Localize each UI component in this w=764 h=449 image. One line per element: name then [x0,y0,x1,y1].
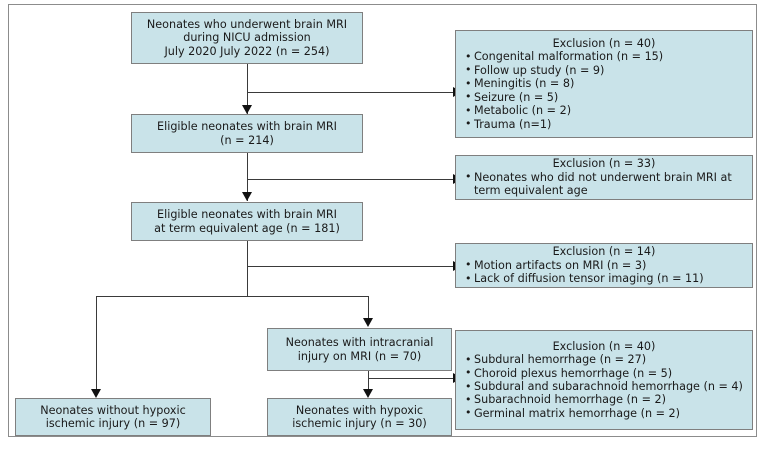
exclusion-box-3: Exclusion (n = 14) •Motion artifacts on … [455,243,753,288]
connector-eligiblemri-to-exclusion2 [247,179,453,180]
connector-split-right-down [368,296,369,321]
bullet-icon: • [465,258,472,272]
bullet-icon: • [465,117,472,131]
exclusion-box-2: Exclusion (n = 33) •Neonates who did not… [455,155,753,200]
connector-intracranial-to-exclusion4 [368,378,453,379]
connector-screened-to-exclusion1 [247,92,453,93]
node-eligible-tea-line2: at term equivalent age (n = 181) [154,221,340,235]
exclusion-3-title: Exclusion (n = 14) [552,245,656,259]
list-item: •Choroid plexus hemorrhage (n = 5) [465,366,673,380]
list-item: •Congenital malformation (n = 15) [465,49,664,64]
list-item: •Motion artifacts on MRI (n = 3) [465,258,647,272]
node-screened-line3: July 2020 July 2022 (n = 254) [164,44,330,58]
arrowhead-intracranial [363,318,373,327]
connector-eligiblemri-down [247,153,248,201]
list-item: •Metabolic (n = 2) [465,103,572,118]
bullet-icon: • [465,49,472,63]
list-item: •Lack of diffusion tensor imaging (n = 1… [465,271,704,286]
node-with-hie-line1: Neonates with hypoxic [295,403,424,417]
node-screened-line1: Neonates who underwent brain MRI [146,17,348,31]
node-without-hie: Neonates without hypoxic ischemic injury… [15,398,211,436]
list-item: •Seizure (n = 5) [465,90,559,104]
exclusion-4-title: Exclusion (n = 40) [552,339,656,353]
bullet-icon: • [465,352,472,366]
connector-split-left-down [96,296,97,391]
exclusion-1-list: •Congenital malformation (n = 15) •Follo… [463,49,745,131]
arrowhead-eligible-tea [242,192,252,201]
node-eligible-tea-line1: Eligible neonates with brain MRI [157,208,337,222]
list-item: •Germinal matrix hemorrhage (n = 2) [465,406,681,420]
arrowhead-with-hie [363,389,373,398]
exclusion-1-title: Exclusion (n = 40) [552,37,656,51]
node-intracranial-line2: injury on MRI (n = 70) [297,349,422,363]
node-screened: Neonates who underwent brain MRI during … [131,12,363,64]
exclusion-4-list: •Subdural hemorrhage (n = 27) •Choroid p… [463,353,745,420]
bullet-icon: • [465,103,472,117]
node-eligible-mri-line1: Eligible neonates with brain MRI [157,120,337,134]
list-item: •Subdural and subarachnoid hemorrhage (n… [465,379,743,394]
node-with-hie: Neonates with hypoxic ischemic injury (n… [267,398,452,436]
node-screened-line2: during NICU admission [183,31,311,45]
bullet-icon: • [465,366,472,380]
node-intracranial-line1: Neonates with intracranial [285,336,434,350]
connector-eligibletea-to-exclusion3 [247,266,453,267]
bullet-icon: • [465,90,472,104]
exclusion-box-4: Exclusion (n = 40) •Subdural hemorrhage … [455,330,753,430]
bullet-icon: • [465,76,472,90]
bullet-icon: • [465,392,472,406]
list-item: •Trauma (n=1) [465,117,552,131]
bullet-icon: • [465,406,472,420]
arrowhead-without-hie [91,389,101,398]
node-eligible-mri-line2: (n = 214) [220,133,274,147]
list-item: •Meningitis (n = 8) [465,76,575,91]
node-eligible-mri: Eligible neonates with brain MRI (n = 21… [131,114,363,153]
node-without-hie-line2: ischemic injury (n = 97) [45,417,181,430]
connector-eligibletea-down [247,241,248,297]
node-eligible-tea: Eligible neonates with brain MRI at term… [131,202,363,241]
list-item: •Follow up study (n = 9) [465,63,605,77]
node-without-hie-line1: Neonates without hypoxic [40,403,186,417]
connector-screened-down [247,64,248,114]
bullet-icon: • [465,271,472,285]
bullet-icon: • [465,170,472,184]
node-with-hie-line2: ischemic injury (n = 30) [292,417,427,430]
connector-intracranial-down [368,371,369,391]
node-intracranial: Neonates with intracranial injury on MRI… [267,328,452,371]
list-item: •Subarachnoid hemorrhage (n = 2) [465,392,666,407]
bullet-icon: • [465,63,472,77]
bullet-icon: • [465,379,472,393]
list-item: •Subdural hemorrhage (n = 27) [465,352,647,367]
exclusion-2-title: Exclusion (n = 33) [552,157,656,171]
exclusion-box-1: Exclusion (n = 40) •Congenital malformat… [455,30,753,138]
exclusion-2-list: •Neonates who did not underwent brain MR… [463,170,745,198]
connector-split-horizontal [96,296,369,297]
exclusion-3-list: •Motion artifacts on MRI (n = 3) •Lack o… [463,258,745,286]
arrowhead-eligible-mri [242,105,252,114]
list-item: •Neonates who did not underwent brain MR… [465,170,732,198]
